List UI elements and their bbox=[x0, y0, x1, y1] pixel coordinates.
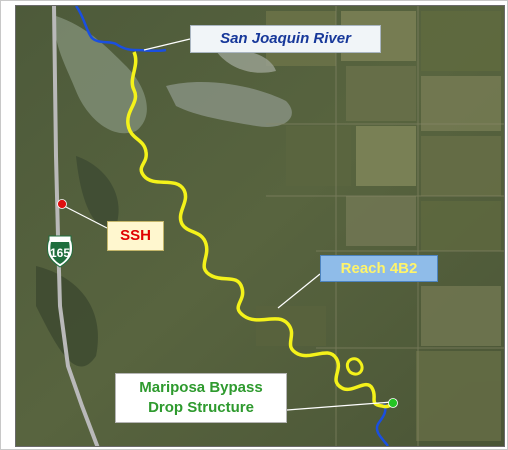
shield-icon: 165 bbox=[47, 235, 73, 268]
san-joaquin-river-line bbox=[74, 6, 167, 53]
highway-number: 165 bbox=[50, 246, 70, 260]
drop-structure-label: Mariposa Bypass Drop Structure bbox=[115, 373, 287, 423]
river-callout-line bbox=[143, 38, 191, 51]
river-lower-line bbox=[375, 403, 389, 446]
highway-165-road bbox=[52, 6, 100, 446]
wetland-areas bbox=[36, 16, 292, 367]
highway-shield: 165 bbox=[46, 234, 74, 268]
drop-callout-line bbox=[286, 401, 393, 411]
ssh-callout-line bbox=[63, 205, 108, 229]
reach-4b2-line bbox=[126, 51, 394, 409]
ssh-label: SSH bbox=[107, 221, 164, 251]
farm-fields bbox=[256, 11, 501, 441]
reach-callout-line bbox=[277, 273, 321, 309]
satellite-map[interactable]: 165 San Joaquin River SSH Reach 4B2 Mari… bbox=[15, 5, 505, 447]
river-label: San Joaquin River bbox=[190, 25, 381, 53]
drop-structure-marker[interactable] bbox=[388, 398, 398, 408]
map-canvas bbox=[16, 6, 504, 446]
ssh-marker[interactable] bbox=[57, 199, 67, 209]
drop-structure-label-line2: Drop Structure bbox=[148, 399, 254, 416]
reach-label: Reach 4B2 bbox=[320, 255, 438, 282]
reach-meander-loop bbox=[345, 357, 364, 376]
drop-structure-label-line1: Mariposa Bypass bbox=[139, 379, 263, 396]
